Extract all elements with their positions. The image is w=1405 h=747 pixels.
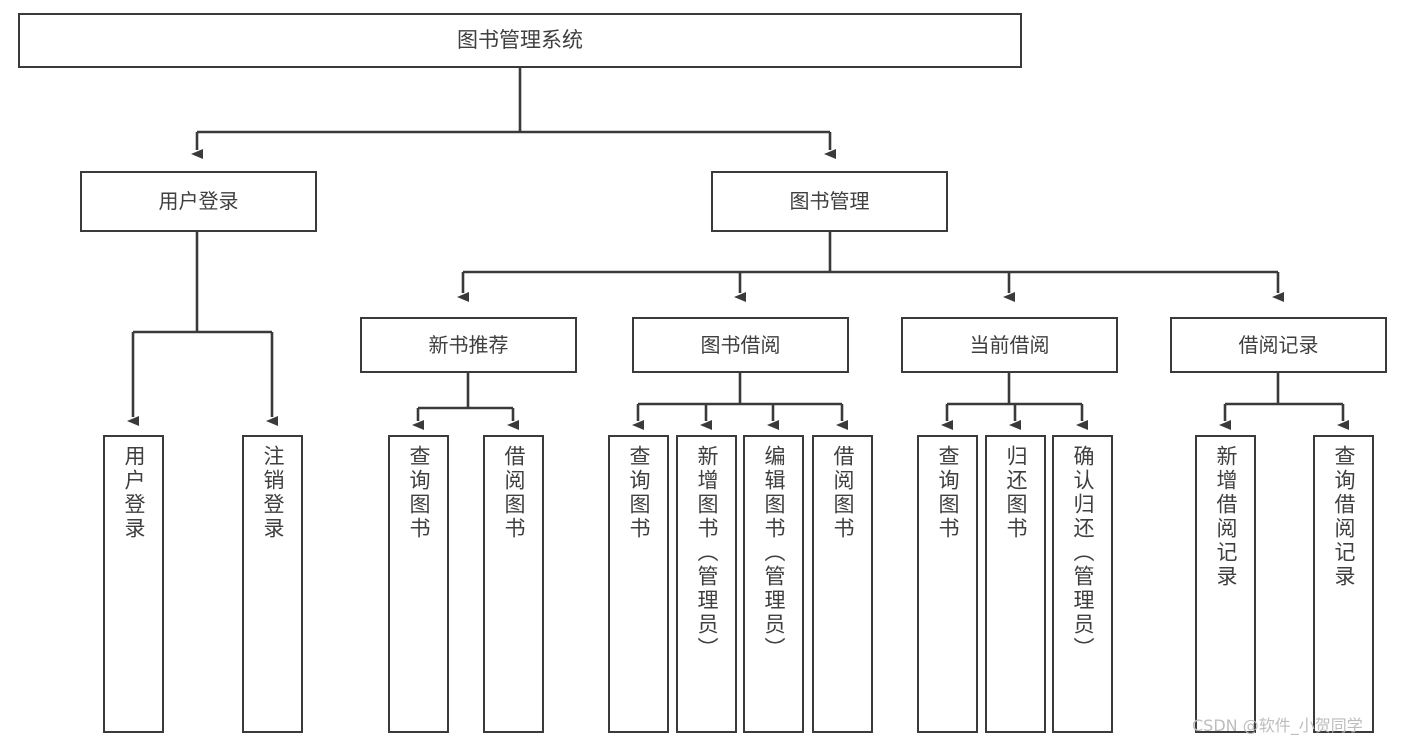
leaf-edit-book-label: 编辑图书（管理员）	[762, 445, 786, 661]
node-book-borrow-label: 图书借阅	[700, 332, 781, 357]
node-book-manage[interactable]: 图书管理	[711, 171, 948, 232]
node-root-label: 图书管理系统	[457, 28, 583, 53]
leaf-query-book-1[interactable]: 查询图书	[388, 435, 449, 733]
leaf-logout-login-label: 注销登录	[261, 445, 285, 541]
leaf-return-book[interactable]: 归还图书	[985, 435, 1046, 733]
node-book-borrow[interactable]: 图书借阅	[632, 317, 849, 373]
leaf-edit-book[interactable]: 编辑图书（管理员）	[743, 435, 804, 733]
node-borrow-record[interactable]: 借阅记录	[1170, 317, 1387, 373]
leaf-borrow-book-2[interactable]: 借阅图书	[812, 435, 873, 733]
leaf-query-book-2[interactable]: 查询图书	[608, 435, 669, 733]
csdn-watermark: CSDN @软件_小贺同学	[1192, 716, 1363, 735]
leaf-query-book-3[interactable]: 查询图书	[917, 435, 978, 733]
leaf-query-book-1-label: 查询图书	[407, 445, 431, 541]
leaf-add-borrow-record-label: 新增借阅记录	[1214, 445, 1238, 589]
leaf-query-borrow-record-label: 查询借阅记录	[1332, 445, 1356, 589]
leaf-confirm-return-label: 确认归还（管理员）	[1071, 445, 1095, 661]
leaf-logout-login[interactable]: 注销登录	[242, 435, 303, 733]
node-current-borrow[interactable]: 当前借阅	[901, 317, 1118, 373]
leaf-query-book-2-label: 查询图书	[627, 445, 651, 541]
leaf-add-book-label: 新增图书（管理员）	[695, 445, 719, 661]
leaf-borrow-book-2-label: 借阅图书	[831, 445, 855, 541]
node-borrow-record-label: 借阅记录	[1238, 332, 1319, 357]
leaf-confirm-return[interactable]: 确认归还（管理员）	[1052, 435, 1113, 733]
node-user-login[interactable]: 用户登录	[80, 171, 317, 232]
node-new-book-recommend-label: 新书推荐	[428, 332, 509, 357]
node-root[interactable]: 图书管理系统	[18, 13, 1022, 68]
leaf-add-borrow-record[interactable]: 新增借阅记录	[1195, 435, 1256, 733]
leaf-user-login[interactable]: 用户登录	[103, 435, 164, 733]
leaf-user-login-label: 用户登录	[122, 445, 146, 541]
leaf-add-book[interactable]: 新增图书（管理员）	[676, 435, 737, 733]
leaf-return-book-label: 归还图书	[1004, 445, 1028, 541]
leaf-borrow-book-1-label: 借阅图书	[502, 445, 526, 541]
node-new-book-recommend[interactable]: 新书推荐	[360, 317, 577, 373]
leaf-query-borrow-record[interactable]: 查询借阅记录	[1313, 435, 1374, 733]
node-book-manage-label: 图书管理	[789, 189, 870, 213]
node-current-borrow-label: 当前借阅	[969, 332, 1050, 357]
leaf-query-book-3-label: 查询图书	[936, 445, 960, 541]
node-user-login-label: 用户登录	[158, 189, 239, 213]
leaf-borrow-book-1[interactable]: 借阅图书	[483, 435, 544, 733]
